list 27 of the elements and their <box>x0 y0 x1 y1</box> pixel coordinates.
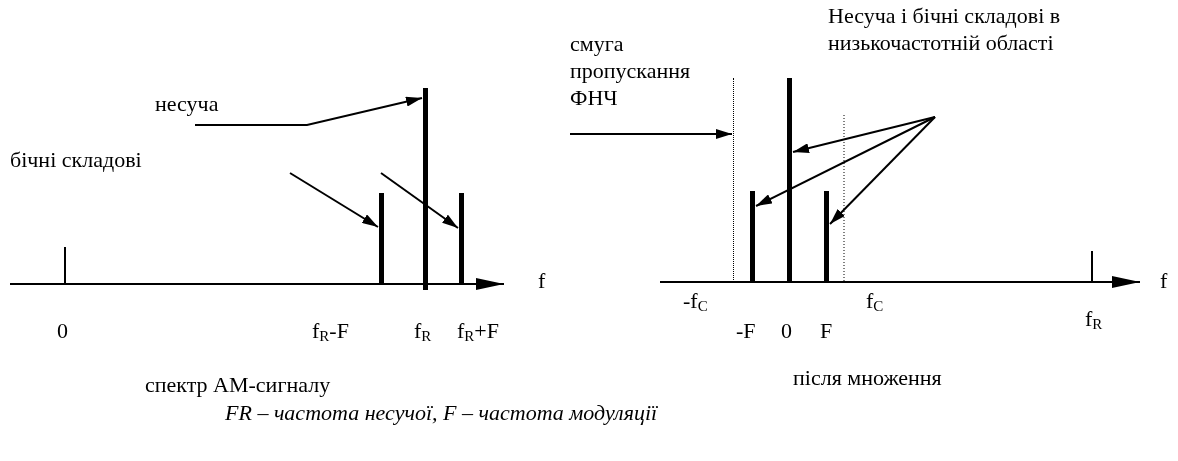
axis-label: 0 <box>57 318 68 344</box>
arrow <box>569 129 733 139</box>
arrow <box>194 96 423 126</box>
callout-text: несуча <box>155 90 255 117</box>
arrow <box>289 172 379 228</box>
axis-label: після множення <box>793 365 942 391</box>
axis-label: f <box>1160 268 1168 294</box>
arrow <box>792 116 936 154</box>
axis-label: f$_{R}$-F <box>312 318 349 344</box>
arrow <box>755 116 936 207</box>
axis-label: f$_{R}$ <box>1085 306 1103 332</box>
axis-label: f$_{R}$ <box>414 318 432 344</box>
axis-label: 0 <box>781 318 792 344</box>
axis-label: -f$_{C}$ <box>683 288 708 314</box>
arrow <box>380 172 459 229</box>
callout-text: смуга пропускання ФНЧ <box>570 30 705 111</box>
axis-label: -F <box>736 318 756 344</box>
caption: FR – частота несучої, F – частота модуляції <box>225 400 658 426</box>
cutoff-line <box>733 78 734 282</box>
axis-label: спектр АМ-сигналу <box>145 372 331 398</box>
axis-label: f$_{C}$ <box>866 288 884 314</box>
axis-label: f <box>538 268 546 294</box>
arrow <box>829 116 936 225</box>
axis-label: f$_{R}$+F <box>457 318 499 344</box>
axis-label: F <box>820 318 833 344</box>
callout-text: бічні складові <box>10 146 210 173</box>
callout-text: Несуча і бічні складові в низькочастотній області <box>828 2 1178 56</box>
